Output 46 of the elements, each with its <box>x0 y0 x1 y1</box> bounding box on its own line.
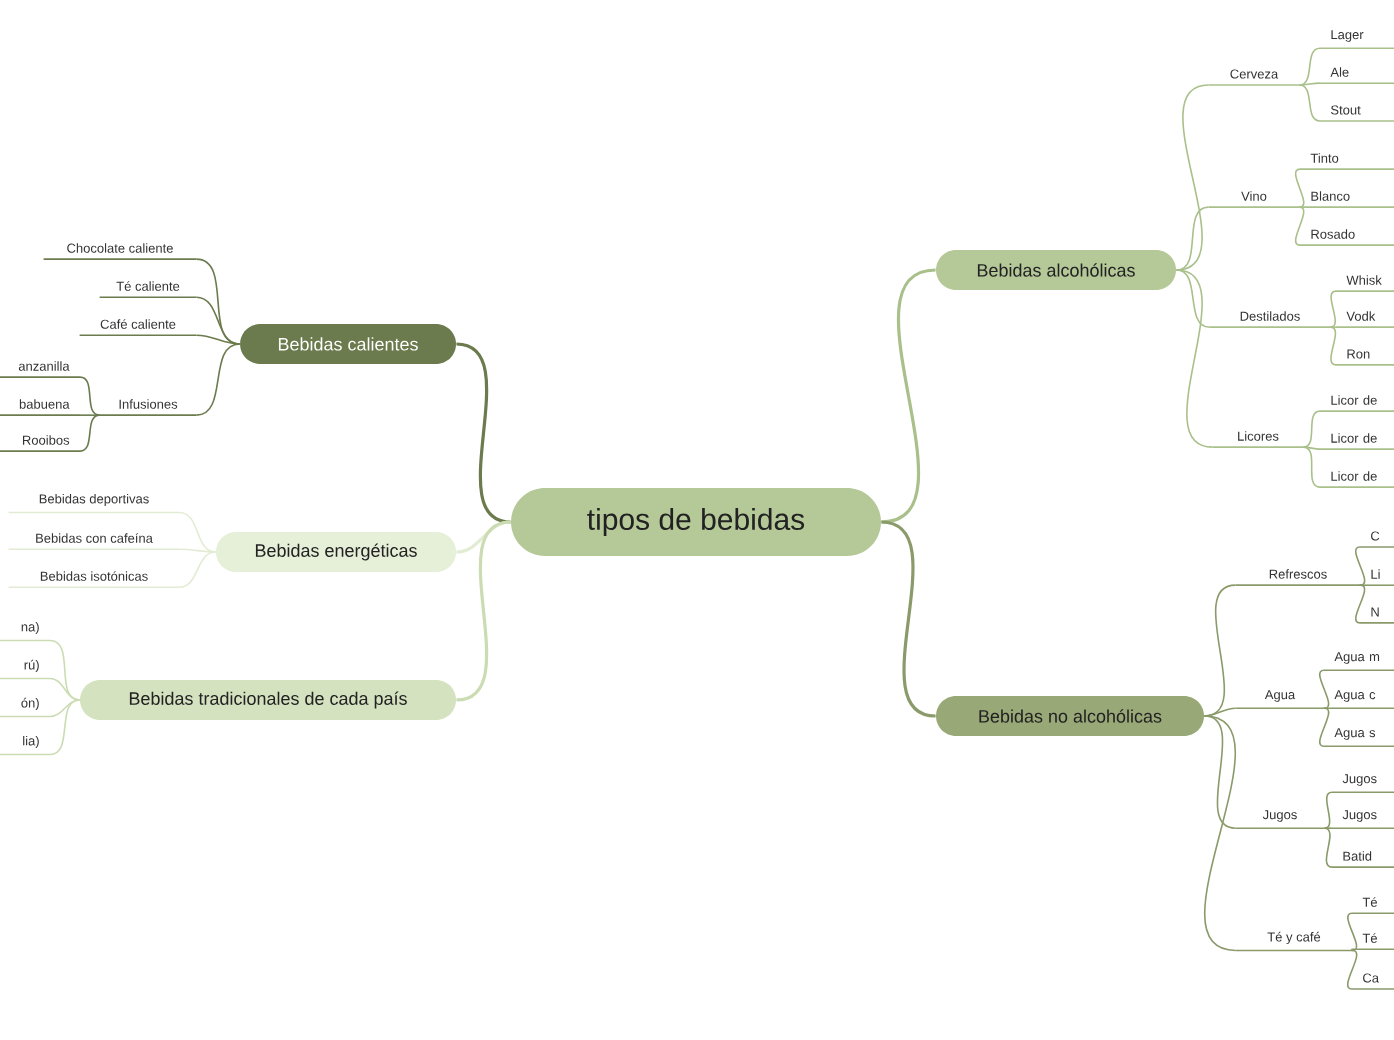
connector-line <box>79 376 101 416</box>
connector-line <box>1298 82 1321 86</box>
connector-line <box>881 268 936 524</box>
connector-line <box>1302 446 1321 488</box>
connector-line <box>1329 326 1337 366</box>
connector-line <box>1319 707 1330 747</box>
connector-line <box>1175 206 1210 271</box>
connector-line <box>1294 206 1305 246</box>
connector-line <box>1298 84 1321 122</box>
connector-line <box>79 414 101 416</box>
connector-line <box>456 520 511 702</box>
connector-line <box>1323 791 1333 829</box>
central-topic-box: tipos de bebidas <box>511 488 881 556</box>
connector-line <box>49 699 81 756</box>
connector-line <box>1329 326 1337 328</box>
connector-line <box>178 511 217 553</box>
branch-topic-box: Bebidas alcohólicas <box>936 250 1176 290</box>
branch-topic-box: Bebidas tradicionales de cada país <box>80 680 456 720</box>
connector-line <box>1175 269 1214 448</box>
connector-line <box>1323 827 1333 868</box>
connector-line <box>195 334 241 345</box>
connector-line <box>1302 410 1321 448</box>
connector-line <box>49 677 81 701</box>
connector-line <box>195 296 241 345</box>
connector-line <box>1175 269 1211 328</box>
connector-line <box>195 343 241 416</box>
connector-line <box>79 414 101 452</box>
connector-line <box>1298 47 1321 86</box>
connector-line <box>1355 584 1366 624</box>
connector-line <box>1347 949 1358 990</box>
connector-line <box>1294 168 1305 208</box>
connector-line <box>1203 715 1237 952</box>
branch-topic-box: Bebidas calientes <box>240 324 456 364</box>
branch-topic-box: Bebidas no alcohólicas <box>936 695 1204 736</box>
connector-line <box>456 342 511 524</box>
connector-line <box>178 551 217 589</box>
branch-topic-box: Bebidas energéticas <box>216 532 456 572</box>
connector-line <box>1203 707 1237 717</box>
connector-line <box>178 548 217 553</box>
connector-line <box>1347 912 1358 952</box>
connector-line <box>1319 669 1330 709</box>
connector-line <box>1323 827 1333 829</box>
connector-line <box>881 520 936 718</box>
connector-line <box>1302 446 1321 450</box>
connector-line <box>1329 290 1337 328</box>
connector-line <box>1355 546 1366 586</box>
